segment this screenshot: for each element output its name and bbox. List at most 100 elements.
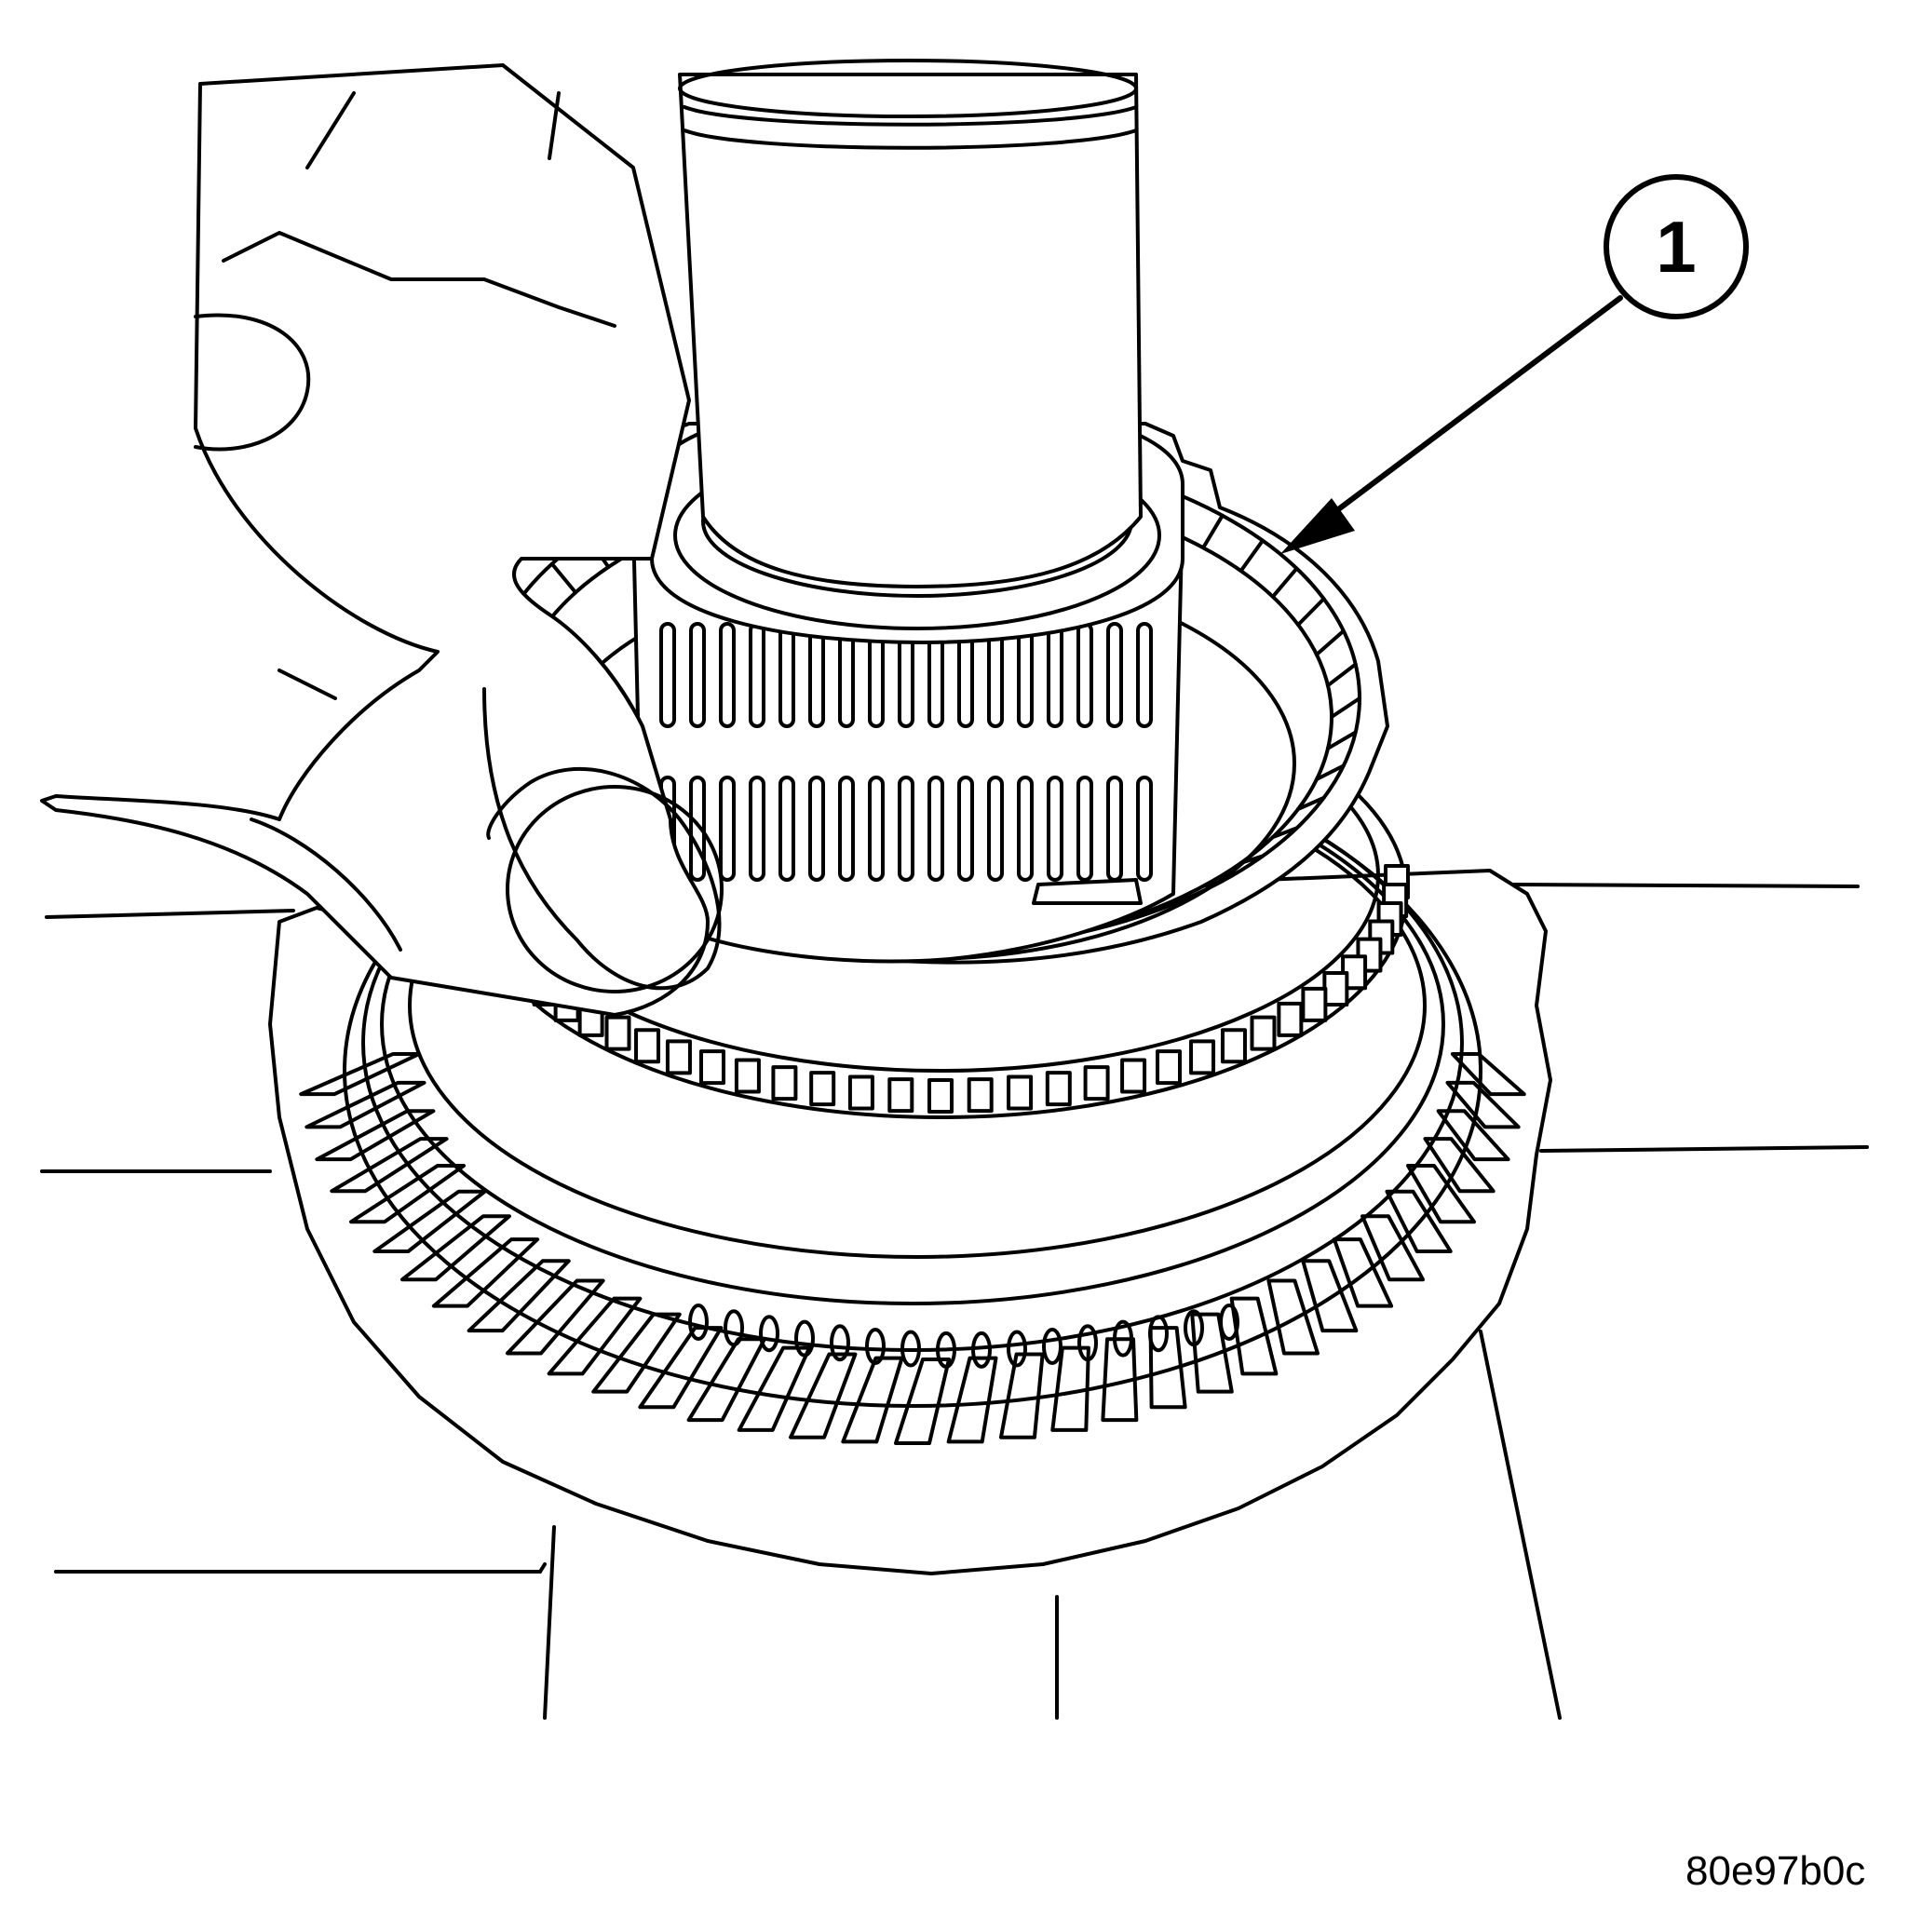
ring-slot [1314,628,1346,656]
needle-roller [1106,622,1123,728]
needle-roller [719,622,736,728]
sync-tooth [634,1028,661,1064]
needle-roller [898,776,914,882]
gear-tooth [946,1356,998,1444]
sync-tooth [809,1071,836,1107]
needle-roller [659,622,676,728]
gear-tooth [894,1358,951,1445]
oil-hole [1113,1319,1133,1358]
sync-tooth [967,1077,994,1114]
oil-hole [724,1309,744,1347]
callout-circle [1604,174,1749,319]
needle-roller [1017,776,1034,882]
needle-roller [1136,776,1153,882]
needle-roller [719,776,736,882]
sync-tooth [1220,1028,1247,1064]
needle-roller [689,622,706,728]
gear-tooth [638,1326,724,1410]
sync-tooth [1120,1058,1147,1094]
gear-tooth [1101,1337,1139,1423]
oil-hole [759,1315,779,1353]
needle-roller [778,622,795,728]
needle-roller [1017,622,1034,728]
oil-hole [688,1304,709,1341]
ring-slot [1238,538,1265,574]
needle-roller [957,776,974,882]
sync-tooth [604,1015,631,1051]
ring-slot [1330,696,1361,719]
sync-tooth [1189,1039,1216,1075]
gear-tooth [305,1080,426,1129]
gear-tooth [1050,1345,1090,1432]
sync-tooth [699,1049,725,1086]
gear-tooth [1229,1296,1279,1376]
sync-tooth [771,1065,798,1101]
needle-roller [778,776,795,882]
figure-code: 80e97b0c [1685,1848,1866,1894]
installer-tool [650,59,1184,644]
gear-tooth [349,1163,466,1224]
callout-1: 1 [1280,174,1749,554]
gear-tooth [789,1352,858,1439]
needle-roller [1076,622,1093,728]
needle-roller [749,622,765,728]
gear-tooth [1332,1237,1394,1308]
sync-tooth [1250,1015,1277,1051]
gear-tooth [1148,1326,1187,1410]
needle-roller [1076,776,1093,882]
needle-roller [1047,622,1063,728]
sync-tooth [1045,1071,1072,1107]
needle-roller [1106,776,1123,882]
sync-tooth [1007,1074,1034,1111]
sync-tooth [1277,1001,1304,1037]
oil-hole [1148,1315,1169,1353]
oil-hole [1184,1309,1204,1347]
needle-roller [1047,776,1063,882]
ring-slot [1270,566,1299,599]
sync-tooth [1322,971,1349,1007]
needle-roller [808,776,825,882]
oil-hole [794,1319,815,1358]
needle-roller [838,776,855,882]
gear-tooth [1266,1278,1320,1356]
gear-tooth [1436,1109,1510,1162]
sync-tooth [1301,986,1328,1022]
needle-roller [927,776,944,882]
ring-slot [1158,900,1179,909]
gear-tooth [547,1296,643,1376]
ring-slot [1325,730,1358,750]
ring-slot [1296,795,1326,811]
gear-tooth [1301,1259,1359,1333]
oil-hole [865,1327,886,1365]
ring-slot [1314,763,1346,782]
gear-tooth [591,1312,682,1394]
oil-hole [1007,1330,1027,1368]
oil-hole [830,1324,850,1362]
gear-tooth [737,1345,812,1432]
callout-number: 1 [1656,206,1696,288]
oil-hole [936,1331,956,1369]
gear-tooth [506,1278,605,1356]
oil-hole [900,1330,921,1368]
oil-hole [1042,1327,1063,1365]
technician-hand [40,63,724,1017]
ring-slot [1270,826,1299,840]
oil-hole [971,1331,992,1369]
gear-tooth [1445,1080,1521,1129]
ring-slot [1325,662,1358,688]
needle-roller [1136,622,1153,728]
needle-roller [868,776,885,882]
needle-roller [749,776,765,882]
sync-tooth [847,1074,874,1111]
sync-tooth [1156,1049,1182,1086]
sync-tooth [1083,1065,1110,1101]
sync-tooth [734,1058,761,1094]
gear-tooth [330,1137,449,1194]
oil-hole [1219,1304,1239,1341]
needle-roller [987,776,1004,882]
ring-slot [549,561,578,595]
gear-tooth [431,1237,540,1308]
gear-tooth [467,1259,571,1333]
sync-tooth [665,1039,692,1075]
